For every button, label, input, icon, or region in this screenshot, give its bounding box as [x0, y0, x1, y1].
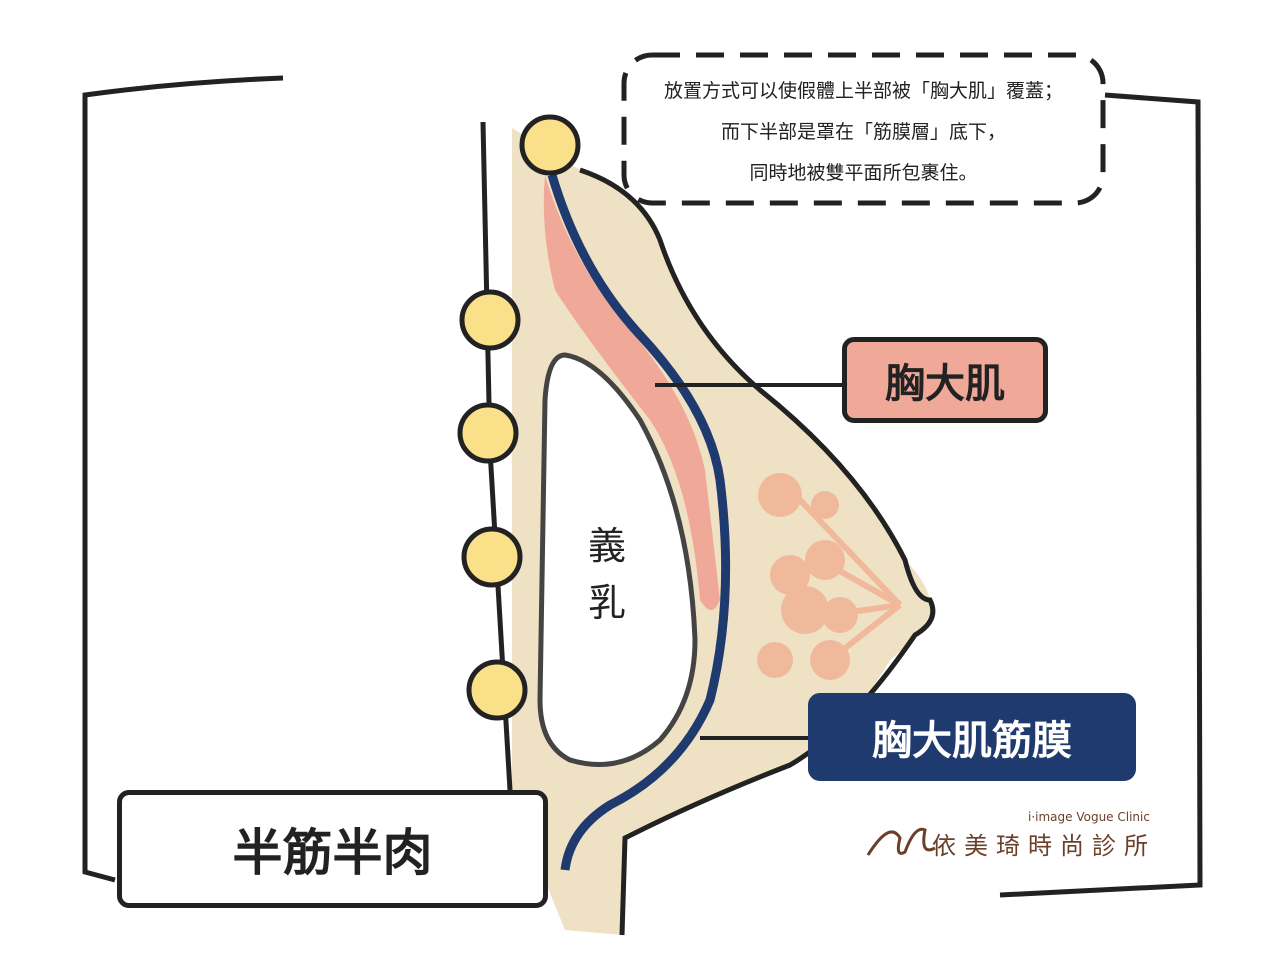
- callout-line-2: 而下半部是罩在「筋膜層」底下，: [720, 121, 1006, 143]
- callout-dashed-border: [621, 52, 1106, 206]
- right-frame: [999, 92, 1203, 898]
- implant-label-2: 乳: [588, 581, 627, 625]
- pectoral-fascia: [547, 173, 731, 871]
- implant-label-1: 義: [588, 524, 627, 568]
- title-label: 半筋半肉: [117, 790, 548, 908]
- callout-line-1: 放置方式可以使假體上半部被「胸大肌」覆蓋；: [663, 80, 1063, 102]
- pectoralis-muscle: [543, 175, 720, 610]
- logo-mark: [866, 827, 936, 856]
- muscle-label: 胸大肌: [842, 337, 1048, 423]
- callout-line-3: 同時地被雙平面所包裹住。: [749, 162, 978, 184]
- logo-english: i·image Vogue Clinic: [1028, 810, 1150, 824]
- skin-outline: [579, 167, 936, 936]
- logo-chinese: 依美琦時尚診所: [932, 832, 1156, 860]
- left-frame: [82, 75, 284, 883]
- fascia-label: 胸大肌筋膜: [808, 693, 1136, 781]
- breast-implant: [537, 352, 698, 767]
- mammary-lobules: [757, 473, 903, 680]
- attachment-nodes: [457, 114, 581, 721]
